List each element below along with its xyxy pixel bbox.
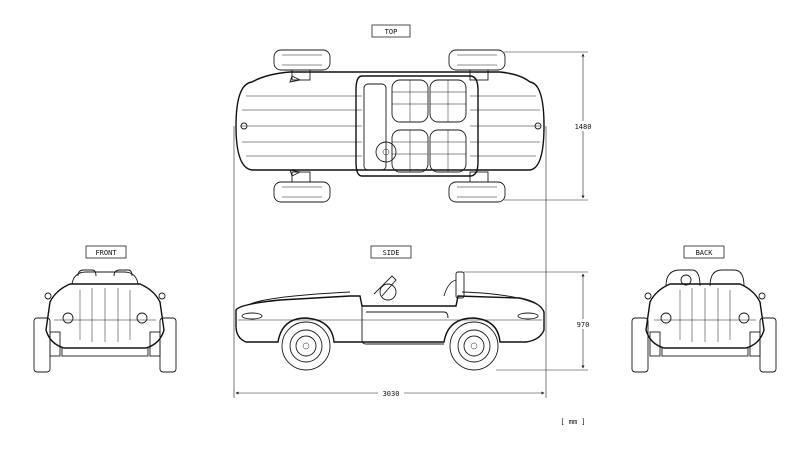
label-side: SIDE <box>370 245 412 259</box>
svg-text:SIDE: SIDE <box>383 249 400 257</box>
svg-text:3030: 3030 <box>383 390 400 398</box>
label-back: BACK <box>683 245 725 259</box>
svg-text:BACK: BACK <box>696 249 714 257</box>
dimension-height: 970 <box>464 271 594 371</box>
back-view <box>631 269 777 373</box>
side-view <box>235 271 545 371</box>
top-view <box>235 49 545 203</box>
svg-text:TOP: TOP <box>385 28 398 36</box>
unit-label: [ mm ] <box>560 418 585 426</box>
front-view <box>33 269 177 373</box>
dimension-width: 1480 <box>504 51 594 201</box>
side-front-wheel <box>281 321 331 371</box>
svg-text:1480: 1480 <box>575 123 592 131</box>
svg-text:970: 970 <box>577 321 590 329</box>
side-rear-wheel <box>449 321 499 371</box>
label-top: TOP <box>371 24 411 38</box>
svg-text:FRONT: FRONT <box>95 249 117 257</box>
dimension-length: 3030 <box>233 126 547 398</box>
label-front: FRONT <box>85 245 127 259</box>
